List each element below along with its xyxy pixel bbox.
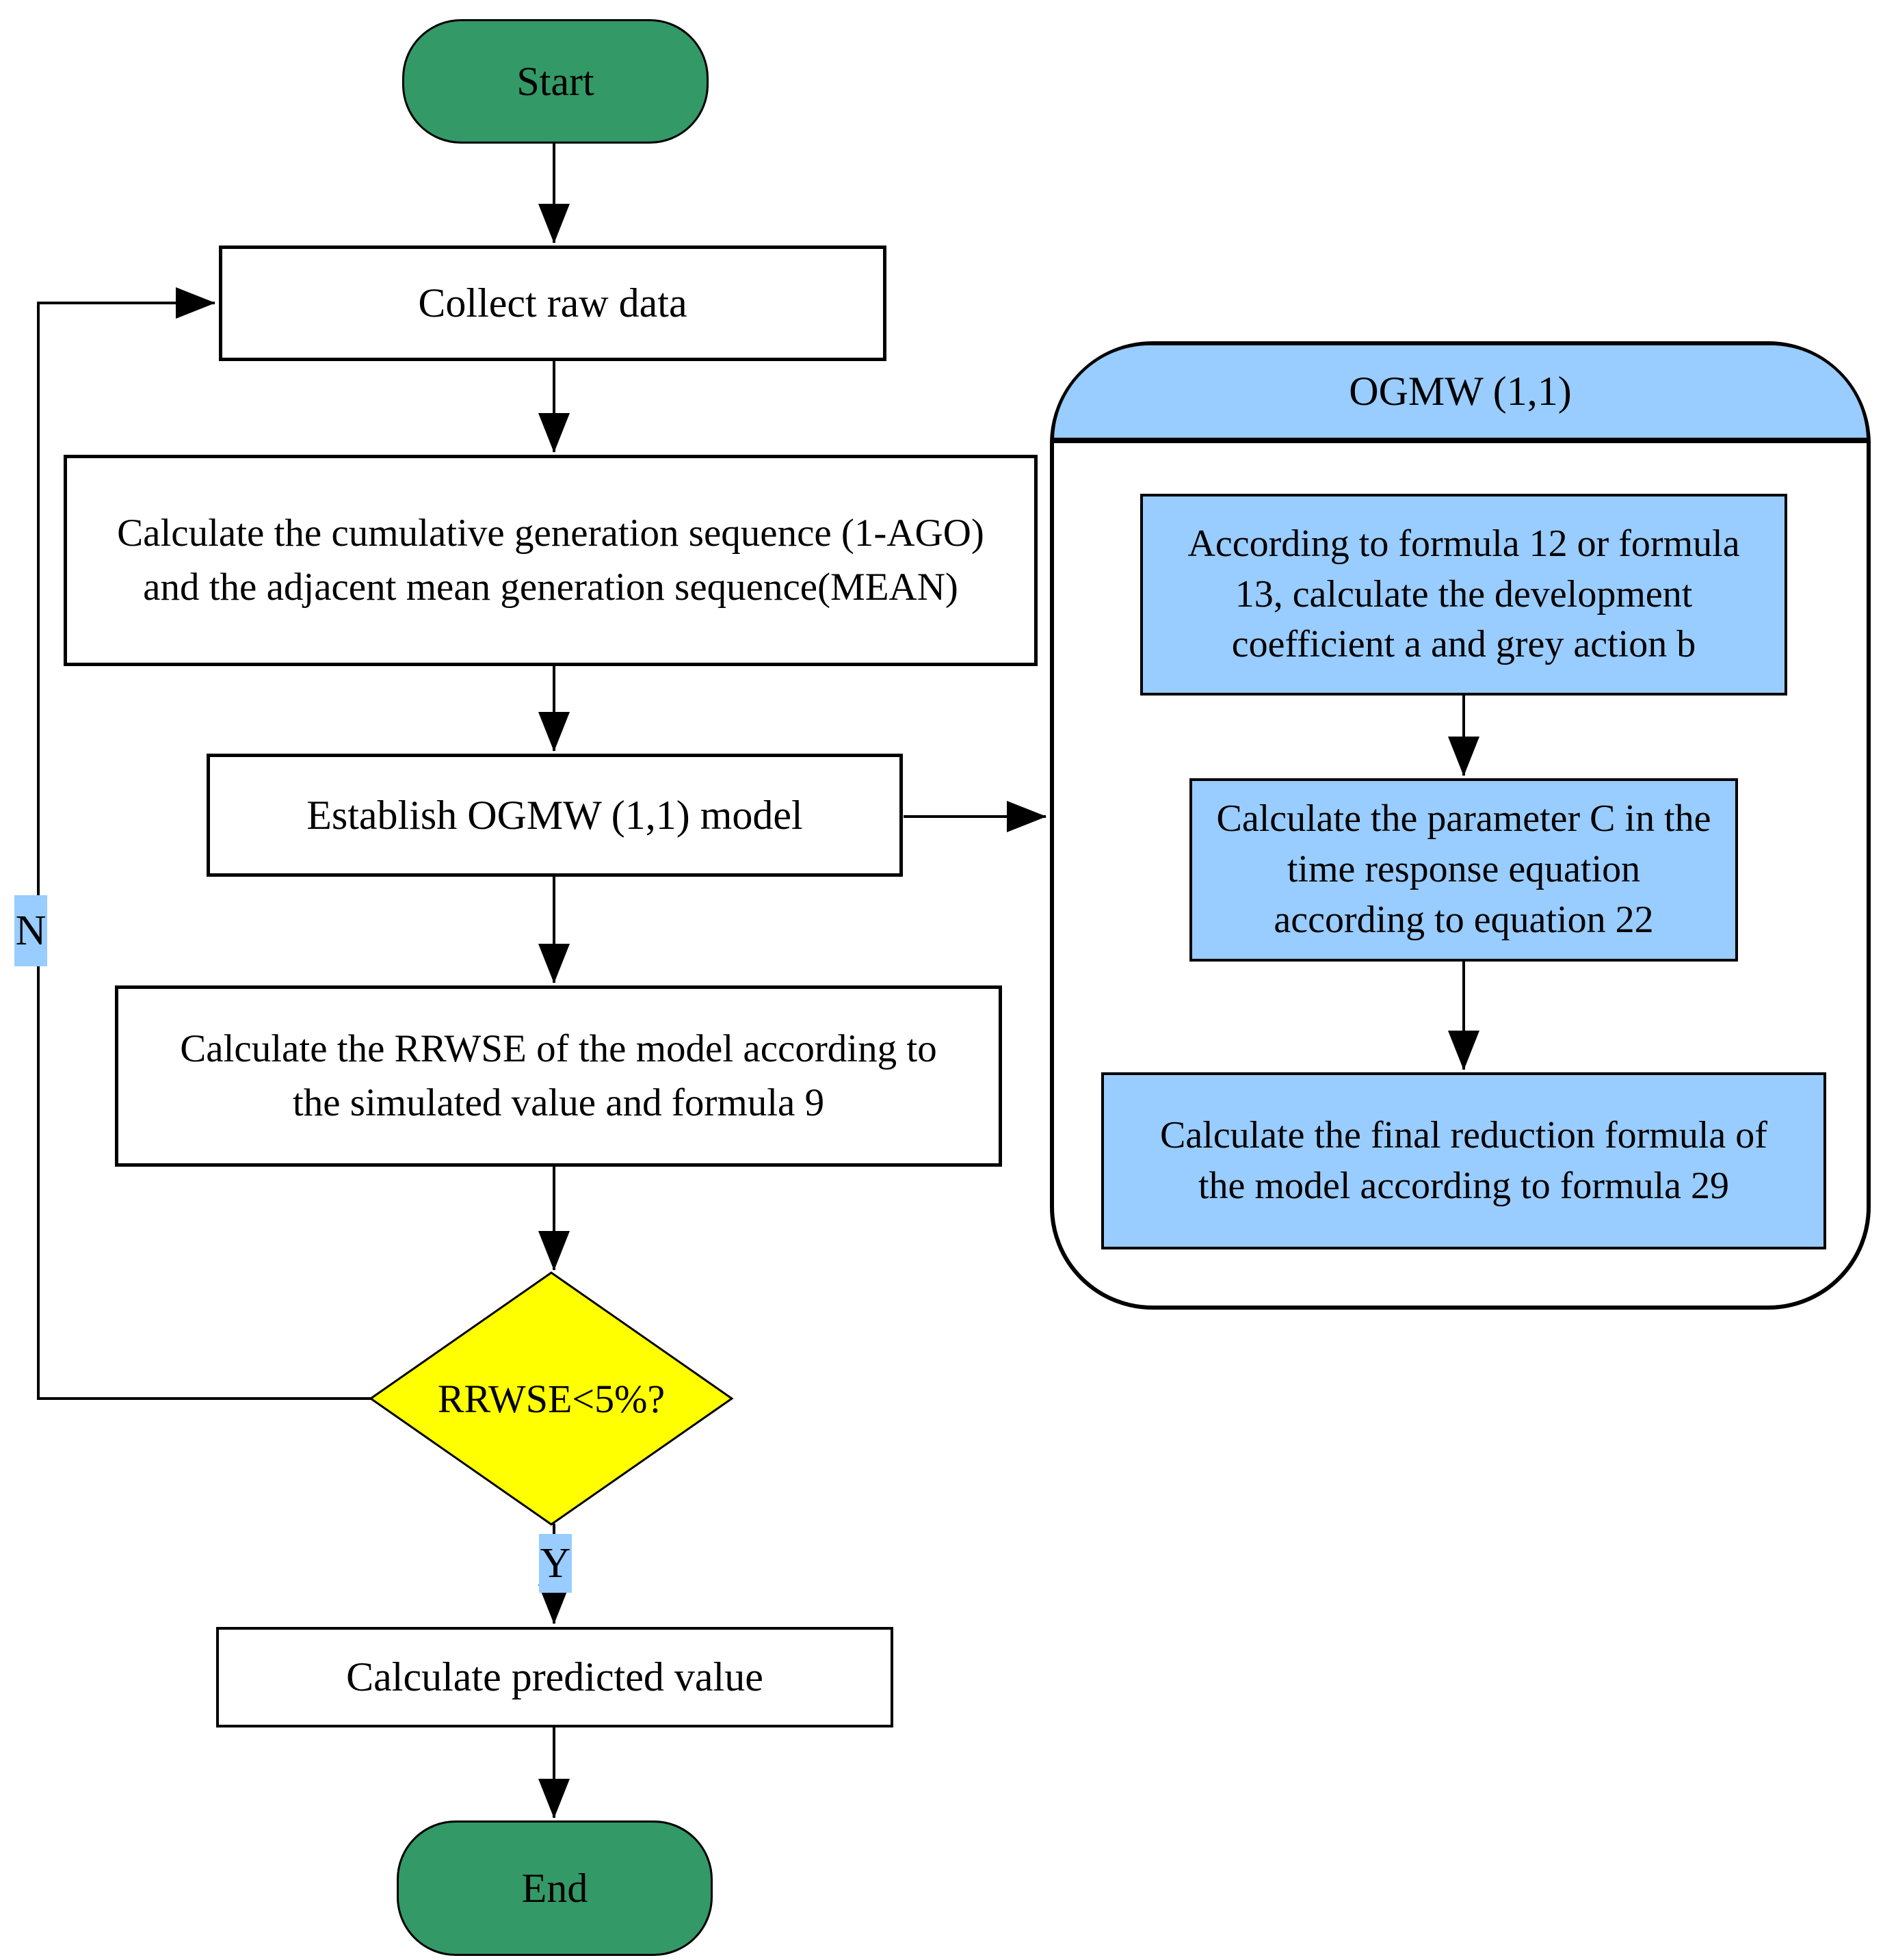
no-branch-label: N <box>14 895 47 966</box>
end-label: End <box>521 1865 588 1911</box>
parameter-c-node: Calculate the parameter C in the time re… <box>1189 778 1738 962</box>
final-reduction-line2: the model according to formula 29 <box>1198 1164 1729 1207</box>
calculate-rrwse-node: Calculate the RRWSE of the model accordi… <box>115 985 1002 1167</box>
collect-raw-data-label: Collect raw data <box>418 280 687 326</box>
parameter-c-line3: according to equation 22 <box>1274 898 1654 941</box>
yes-branch-label: Y <box>539 1534 572 1593</box>
calculate-rrwse-line2: the simulated value and formula 9 <box>292 1081 825 1124</box>
calculate-rrwse-line1: Calculate the RRWSE of the model accordi… <box>180 1027 937 1070</box>
development-coefficient-node: According to formula 12 or formula 13, c… <box>1140 494 1787 696</box>
calculate-predicted-node: Calculate predicted value <box>216 1627 893 1727</box>
development-coefficient-line1: According to formula 12 or formula <box>1187 522 1740 565</box>
decision-label: RRWSE<5%? <box>437 1376 666 1421</box>
cumulative-sequence-node: Calculate the cumulative generation sequ… <box>64 455 1038 666</box>
establish-model-label: Establish OGMW (1,1) model <box>306 792 803 838</box>
start-node: Start <box>402 19 709 144</box>
establish-model-node: Establish OGMW (1,1) model <box>207 754 903 877</box>
calculate-predicted-label: Calculate predicted value <box>346 1654 763 1700</box>
parameter-c-line2: time response equation <box>1287 848 1641 891</box>
collect-raw-data-node: Collect raw data <box>219 246 886 361</box>
ogmw-panel-header: OGMW (1,1) <box>1054 345 1867 443</box>
end-node: End <box>397 1820 713 1956</box>
start-label: Start <box>516 58 594 104</box>
parameter-c-line1: Calculate the parameter C in the <box>1216 797 1711 840</box>
final-reduction-line1: Calculate the final reduction formula of <box>1160 1113 1767 1156</box>
cumulative-sequence-line1: Calculate the cumulative generation sequ… <box>117 511 984 555</box>
cumulative-sequence-line2: and the adjacent mean generation sequenc… <box>143 565 958 609</box>
final-reduction-node: Calculate the final reduction formula of… <box>1101 1072 1826 1249</box>
ogmw-panel-title: OGMW (1,1) <box>1349 369 1572 414</box>
development-coefficient-line2: 13, calculate the development <box>1235 572 1693 615</box>
development-coefficient-line3: coefficient a and grey action b <box>1231 623 1696 666</box>
